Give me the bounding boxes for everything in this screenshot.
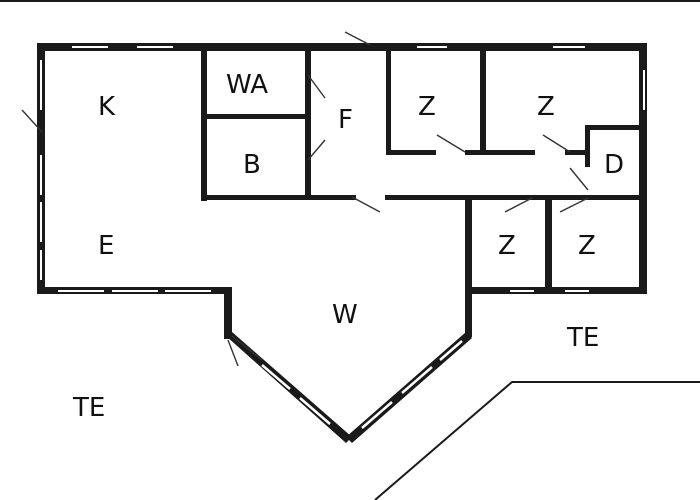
room-label-wa: WA: [226, 70, 268, 100]
room-label-z3: Z: [498, 231, 516, 261]
room-label-z1: Z: [418, 92, 436, 122]
room-labels: K WA F B Z Z D E Z Z W TE TE: [72, 70, 624, 423]
door-swings: [21, 31, 589, 367]
room-label-te-right: TE: [566, 323, 599, 353]
room-label-w: W: [332, 300, 358, 330]
room-label-z2: Z: [537, 92, 555, 122]
terrace-outline: [374, 381, 700, 500]
room-label-b: B: [243, 150, 261, 180]
room-label-z4: Z: [578, 231, 596, 261]
room-label-d: D: [604, 150, 624, 180]
room-label-te-left: TE: [72, 393, 105, 423]
room-label-f: F: [338, 105, 353, 135]
windows: [40, 46, 645, 429]
interior-walls: [201, 47, 647, 293]
room-label-e: E: [98, 231, 114, 261]
room-label-k: K: [98, 92, 116, 122]
